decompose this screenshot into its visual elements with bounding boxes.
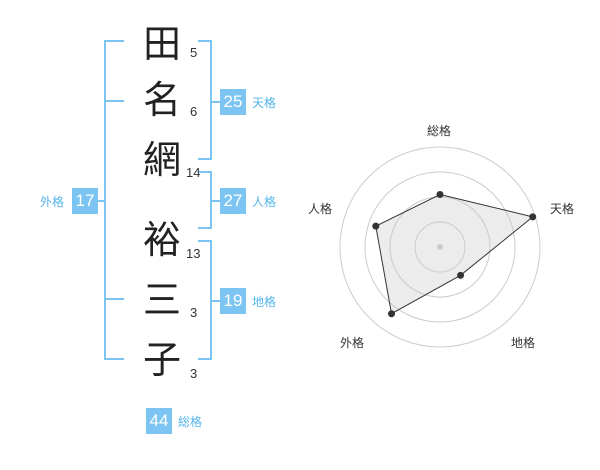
radar-axis-label-chikaku: 地格	[511, 336, 536, 350]
gaikaku-bracket-vertical	[104, 40, 106, 360]
radar-point-0	[436, 191, 444, 198]
gaikaku-bracket-bottom	[104, 358, 124, 360]
jinkaku-bracket	[198, 171, 212, 229]
jinkaku-connector	[212, 200, 220, 202]
radar-point-4	[372, 222, 380, 230]
gaikaku-badge: 17	[72, 188, 98, 214]
soukaku-label: 総格	[178, 415, 203, 429]
tenkaku-bracket	[198, 40, 212, 160]
chikaku-badge: 19	[220, 288, 246, 314]
name-char-4: 裕	[142, 218, 181, 262]
tenkaku-connector	[212, 101, 220, 103]
radar-point-1	[529, 213, 537, 221]
gaikaku-tick-upper	[104, 100, 124, 102]
radar-axis-label-gaikaku: 外格	[340, 336, 365, 350]
radar-axis-label-tenkaku: 天格	[550, 202, 575, 216]
radar-ring	[414, 221, 466, 273]
jinkaku-label: 人格	[252, 195, 277, 209]
gaikaku-connector	[98, 200, 104, 202]
gaikaku-label: 外格	[40, 195, 65, 209]
tenkaku-label: 天格	[252, 96, 277, 110]
gaikaku-tick-lower	[104, 298, 124, 300]
gaikaku-bracket-top	[104, 40, 124, 42]
name-char-2: 名	[142, 78, 181, 122]
stroke-count-5: 3	[190, 305, 198, 320]
radar-ring	[364, 171, 516, 323]
soukaku-badge: 44	[146, 408, 172, 434]
radar-axis-label-soukaku: 総格	[427, 124, 452, 138]
stroke-count-1: 5	[190, 45, 198, 60]
name-char-3: 網	[142, 138, 181, 182]
stroke-count-6: 3	[190, 366, 198, 381]
radar-axis-label-jinkaku: 人格	[308, 202, 333, 216]
chikaku-bracket	[198, 240, 212, 360]
jinkaku-badge: 27	[220, 188, 246, 214]
tenkaku-badge: 25	[220, 89, 246, 115]
radar-ring	[339, 146, 541, 348]
radar-polygon	[375, 193, 534, 315]
stroke-count-3: 14	[186, 165, 201, 180]
name-char-1: 田	[142, 22, 181, 66]
radar-point-3	[388, 310, 396, 318]
radar-center-dot	[437, 244, 443, 250]
stroke-count-4: 13	[186, 246, 201, 261]
name-char-6: 子	[142, 338, 181, 382]
chikaku-label: 地格	[252, 295, 277, 309]
stroke-count-2: 6	[190, 104, 198, 119]
radar-point-2	[457, 271, 465, 279]
name-char-5: 三	[142, 278, 181, 322]
chikaku-connector	[212, 300, 220, 302]
